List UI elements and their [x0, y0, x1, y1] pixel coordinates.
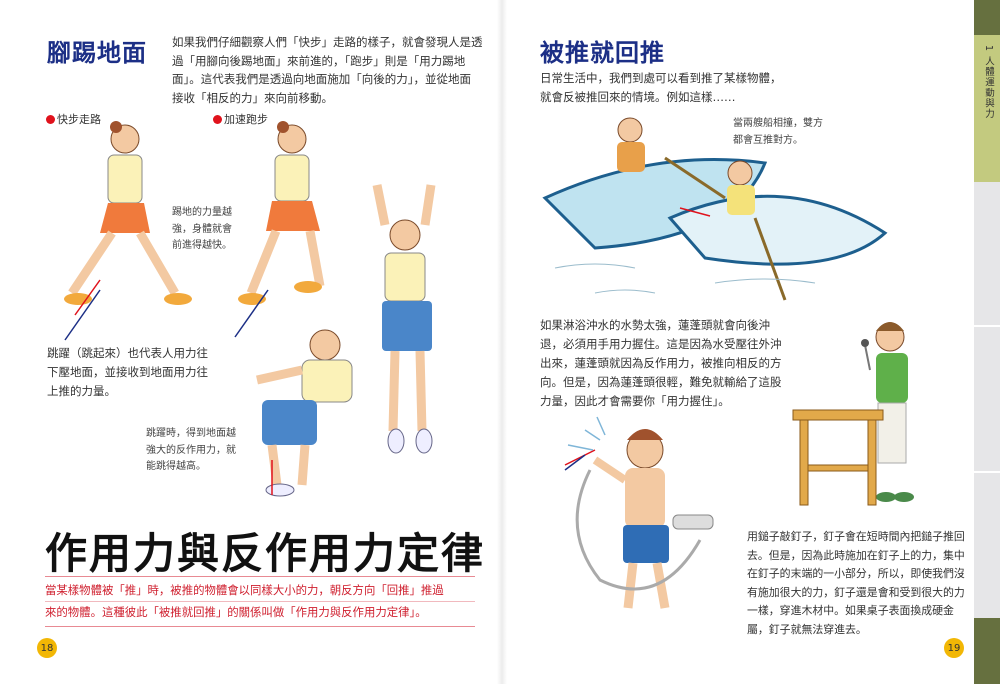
label-text: 快步走路 [57, 113, 101, 126]
illustration-boats [542, 117, 888, 301]
text-line: 如果我們仔細觀察人們「快步」走路的樣子，就會發現人是透 [172, 35, 483, 49]
illustration-walking-running-jumping [64, 121, 436, 497]
text-line: 退，必須用手用力握住。這是因為水受壓往外沖 [540, 337, 782, 351]
text-line: 屬，釘子就無法穿進去。 [747, 622, 867, 636]
text-line: 強大的反作用力，就 [146, 444, 236, 456]
text-line: 踢地的力量越 [172, 207, 232, 218]
text-line: 能跳得越高。 [146, 461, 206, 472]
bullet-icon [213, 114, 222, 124]
text-line: 向。但是，因為蓮蓬頭很輕，難免就輸給了這股 [540, 375, 782, 389]
label-walk: 快步走路 [46, 111, 101, 127]
label-text: 加速跑步 [224, 113, 268, 126]
chapter-label: 1 人體運動與力 [983, 45, 994, 120]
text-line: 就會反被推回來的情境。例如這樣…… [540, 89, 736, 104]
intro-paragraph-right: 日常生活中，我們到處可以看到推了某樣物體， 就會反被推回來的情境。例如這樣…… [540, 69, 782, 106]
jumper-figure [372, 184, 436, 454]
section-title-push-back: 被推就回推 [540, 39, 665, 67]
side-tab-bottom [974, 618, 1000, 684]
intro-paragraph-left: 如果我們仔細觀察人們「快步」走路的樣子，就會發現人是透 過「用腳向後踢地面」來前… [172, 33, 492, 107]
side-tab-chapter-1[interactable]: 1 人體運動與力 [974, 35, 1000, 182]
text-line: 下壓地面，並接收到地面用力往 [47, 365, 208, 379]
text-line: 跳躍時，得到地面越 [146, 428, 236, 439]
crouching-figure [256, 329, 353, 497]
text-line: 日常生活中，我們到處可以看到推了某樣物體， [540, 71, 782, 85]
caption-shower: 如果淋浴沖水的水勢太強，蓮蓬頭就會向後沖 退，必須用手用力握住。這是因為水受壓往… [540, 316, 782, 411]
text-line: 用鎚子敲釘子，釘子會在短時間內把鎚子推回 [747, 530, 965, 543]
side-tab-top [974, 0, 1000, 35]
text-line: 去。但是，因為此時施加在釘子上的力，集中 [747, 548, 965, 562]
text-line: 面」。這代表我們是透過向地面施加「向後的力」，並從地面 [172, 72, 471, 86]
illustration-hammer-table [792, 322, 914, 506]
text-line: 接收「相反的力」來向前移動。 [172, 90, 333, 105]
section-title-kick-ground: 腳踢地面 [47, 39, 147, 67]
text-line: 上推的力量。 [47, 384, 116, 398]
text-line: 當兩艘船相撞，雙方 [733, 118, 823, 129]
caption-boats: 當兩艘船相撞，雙方 都會互推對方。 [733, 116, 823, 149]
caption-jump: 跳躍（跳起來）也代表人用力往 下壓地面，並接收到地面用力往 上推的力量。 [47, 344, 208, 401]
law-title: 作用力與反作用力定律 [45, 529, 486, 578]
walker-figure [64, 121, 192, 341]
text-line: 如果淋浴沖水的水勢太強，蓮蓬頭就會向後沖 [540, 318, 770, 332]
law-definition-box: 當某樣物體被「推」時，被推的物體會以同樣大小的力，朝反方向「回推」推過 來的物體… [45, 576, 475, 627]
bullet-icon [46, 114, 55, 124]
runner-figure [234, 121, 325, 338]
text-line: 都會互推對方。 [733, 134, 803, 146]
text-line: 來的物體。這種彼此「被推就回推」的關係叫做「作用力與反作用力定律」。 [45, 605, 427, 619]
illustration-shower-boy [564, 416, 714, 609]
text-line: 有施加很大的力，釘子還是會和受到很大的力 [747, 585, 965, 599]
caption-hammer: 用鎚子敲釘子，釘子會在短時間內把鎚子推回 去。但是，因為此時施加在釘子上的力，集… [747, 528, 965, 639]
side-tab-2[interactable] [974, 182, 1000, 326]
text-line: 出來，蓮蓬頭就因為反作用力，被推向相反的方 [540, 356, 782, 370]
text-line: 前進得越快。 [172, 240, 232, 251]
page-number-right: 19 [944, 638, 964, 658]
caption-jump-higher: 跳躍時，得到地面越 強大的反作用力，就 能跳得越高。 [146, 426, 236, 476]
caption-kick-force: 踢地的力量越 強，身體就會 前進得越快。 [172, 205, 232, 255]
side-tab-3[interactable] [974, 327, 1000, 472]
text-line: 跳躍（跳起來）也代表人用力往 [47, 346, 208, 360]
side-tab-4[interactable] [974, 473, 1000, 618]
label-run: 加速跑步 [213, 111, 268, 127]
text-line: 強，身體就會 [172, 223, 232, 235]
book-gutter [497, 0, 507, 684]
text-line: 當某樣物體被「推」時，被推的物體會以同樣大小的力，朝反方向「回推」推過 [45, 580, 475, 602]
text-line: 力量，因此才會需要你「用力握住」。 [540, 394, 730, 408]
text-line: 一樣，穿進木材中。如果桌子表面換成硬金 [747, 604, 954, 617]
text-line: 在釘子的末端的一小部分，所以，即使我們沒 [747, 567, 965, 580]
page-number-left: 18 [37, 638, 57, 658]
text-line: 過「用腳向後踢地面」來前進的，「跑步」則是「用力踢地 [172, 53, 466, 68]
